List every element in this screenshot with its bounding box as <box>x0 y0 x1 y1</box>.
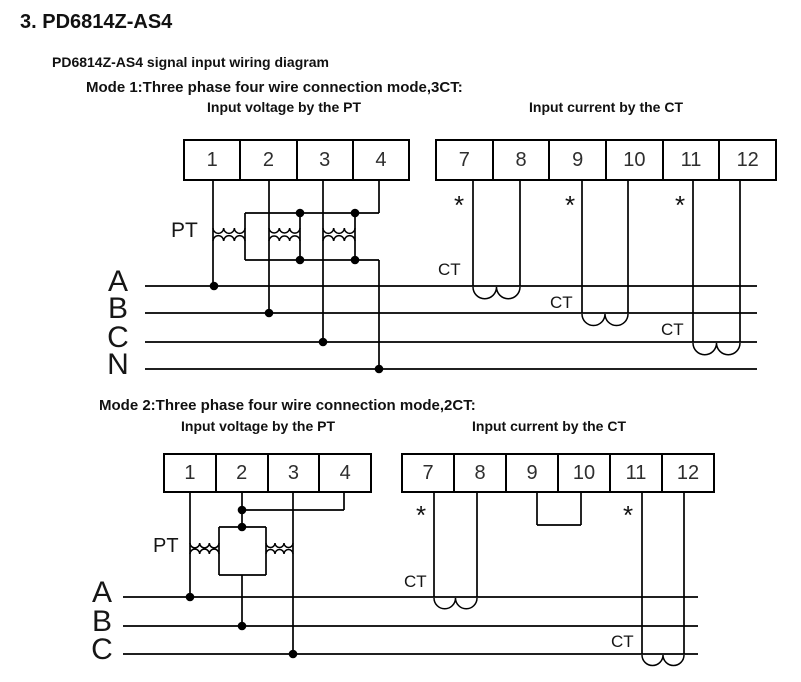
ct-label: CT <box>438 260 461 279</box>
mode2-wiring <box>123 493 698 655</box>
junction-dot <box>295 255 305 265</box>
ct-coil <box>641 654 685 667</box>
phase-label-c: C <box>91 633 113 666</box>
ct-coil <box>472 286 521 300</box>
terminal-1: 1 <box>184 461 196 484</box>
terminal-11: 11 <box>609 455 661 491</box>
mode2-pt-section-title: Input voltage by the PT <box>181 418 336 434</box>
ct-coil <box>433 597 478 610</box>
terminal-7: 7 <box>422 461 434 484</box>
junction-dot <box>350 255 360 265</box>
junction-dot <box>237 505 247 515</box>
mode2-ct-terminal-block: 7 8 9 10 11 12 <box>401 453 715 493</box>
pt-coil <box>265 542 294 549</box>
diagram-subtitle: PD6814Z-AS4 signal input wiring diagram <box>52 54 329 70</box>
mode1-label: Mode 1:Three phase four wire connection … <box>86 79 463 96</box>
mode2-coils <box>189 542 685 667</box>
pt-coil <box>212 234 246 242</box>
terminal-2: 2 <box>214 455 267 491</box>
pt-coil <box>212 227 246 235</box>
page-title: 3. PD6814Z-AS4 <box>20 11 173 33</box>
junction-dot <box>374 364 384 374</box>
polarity-mark: * <box>674 190 686 220</box>
terminal-11: 11 <box>661 141 719 179</box>
phase-label-a: A <box>107 265 128 298</box>
phase-label-c: C <box>107 321 129 354</box>
terminal-10: 10 <box>605 141 662 179</box>
terminal-4: 4 <box>351 141 408 179</box>
pt-coil <box>268 235 301 242</box>
phase-label-n: N <box>107 348 129 381</box>
ct-label: CT <box>404 572 427 591</box>
terminal-3: 3 <box>295 141 352 179</box>
junction-dot <box>209 281 219 291</box>
polarity-mark: * <box>564 190 576 220</box>
ct-label: CT <box>550 293 573 312</box>
terminal-8: 8 <box>491 141 549 179</box>
pt-label: PT <box>171 219 198 242</box>
junction-dot <box>264 308 274 318</box>
mode1-ct-section-title: Input current by the CT <box>529 99 683 115</box>
phase-label-b: B <box>107 292 128 325</box>
mode1-ct-terminal-block: 7 8 9 10 11 12 <box>435 139 777 181</box>
junction-dot <box>237 621 247 631</box>
terminal-2: 2 <box>239 141 295 179</box>
terminal-9: 9 <box>505 455 557 491</box>
terminal-7: 7 <box>458 148 470 171</box>
terminal-10: 10 <box>557 455 609 491</box>
phase-label-b: B <box>91 605 112 638</box>
polarity-mark: * <box>622 500 634 530</box>
terminal-12: 12 <box>718 141 775 179</box>
pt-coil <box>189 542 220 549</box>
pt-coil <box>268 227 301 234</box>
junction-dot <box>350 208 360 218</box>
terminal-12: 12 <box>661 455 713 491</box>
ct-coil <box>692 342 741 356</box>
mode1-pt-terminal-block: 1 2 3 4 <box>183 139 410 181</box>
pt-label: PT <box>153 535 179 557</box>
junction-dot <box>318 337 328 347</box>
mode1-coils <box>212 227 741 356</box>
terminal-8: 8 <box>453 455 505 491</box>
junction-dot <box>288 649 298 659</box>
mode1-wiring <box>145 181 757 370</box>
junction-dot <box>237 522 247 532</box>
mode2-ct-section-title: Input current by the CT <box>472 418 626 434</box>
mode2-label: Mode 2:Three phase four wire connection … <box>99 397 476 414</box>
mode1-junctions <box>209 208 384 374</box>
polarity-mark: * <box>415 500 427 530</box>
ct-coil <box>581 313 629 327</box>
ct-label: CT <box>611 632 634 651</box>
terminal-1: 1 <box>206 148 218 171</box>
terminal-4: 4 <box>318 455 370 491</box>
mode2-pt-terminal-block: 1 2 3 4 <box>163 453 372 493</box>
pt-coil <box>322 227 356 235</box>
terminal-3: 3 <box>266 455 319 491</box>
ct-label: CT <box>661 320 684 339</box>
pt-coil <box>189 548 220 555</box>
pt-coil <box>265 548 294 555</box>
junction-dot <box>295 208 305 218</box>
phase-label-a: A <box>91 576 112 609</box>
mode1-pt-section-title: Input voltage by the PT <box>207 99 362 115</box>
junction-dot <box>185 592 195 602</box>
terminal-9: 9 <box>548 141 605 179</box>
mode2-junctions <box>185 505 298 659</box>
pt-coil <box>322 234 356 242</box>
polarity-mark: * <box>453 190 465 220</box>
